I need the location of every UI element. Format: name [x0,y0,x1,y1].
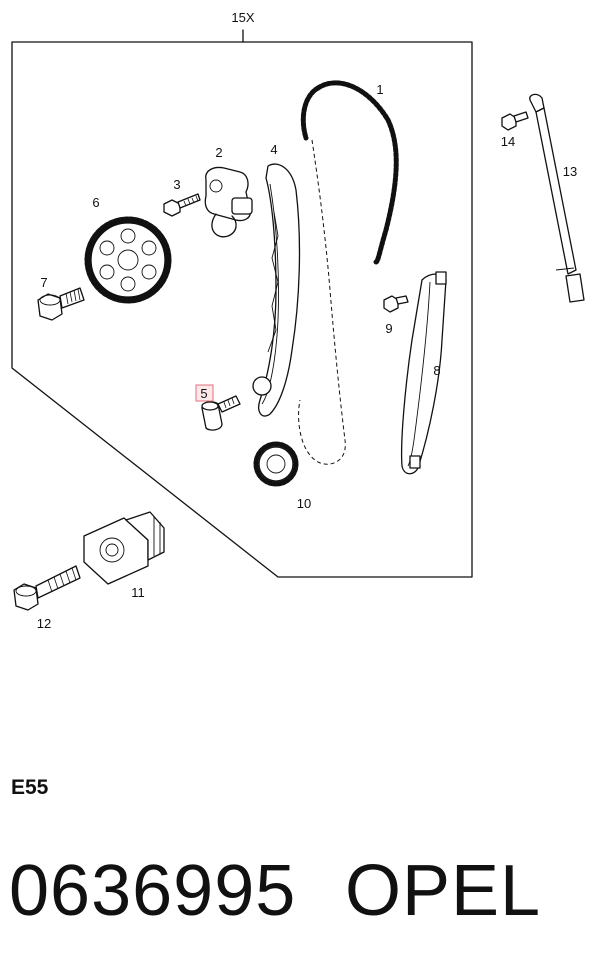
nozzle-bolt[interactable] [501,111,529,131]
callout-9: 9 [385,321,392,336]
callout-11: 11 [131,585,145,600]
timing-chain[interactable] [298,80,399,465]
callout-3: 3 [173,177,180,192]
chain-oil-nozzle[interactable] [529,93,585,303]
crankshaft-sprocket[interactable] [253,441,299,487]
callout-14: 14 [501,134,515,149]
crankshaft-bolt[interactable] [13,565,81,611]
kit-label: 15X [231,10,254,25]
crankshaft-hub[interactable] [83,511,165,585]
guide-pin[interactable] [201,395,241,431]
sprocket-bolt[interactable] [37,287,85,321]
callout-2: 2 [215,145,222,160]
camshaft-sprocket[interactable] [84,216,172,304]
tensioner-guide-rail[interactable] [252,163,301,417]
callout-5: 5 [200,386,207,401]
callout-13: 13 [563,164,577,179]
callout-7: 7 [40,275,47,290]
fixed-guide-rail[interactable] [400,271,447,475]
chain-tensioner[interactable] [204,166,253,238]
callout-8: 8 [433,363,440,378]
callout-1: 1 [376,82,383,97]
guide-rail-bolt[interactable] [383,295,409,313]
engine-code: E55 [11,776,49,799]
tensioner-bolt[interactable] [163,193,201,217]
callout-4: 4 [270,142,277,157]
callout-12: 12 [37,616,51,631]
kit-outline [11,41,473,578]
callout-5-highlight [195,384,214,402]
brand-name: OPEL [345,851,542,931]
callout-6: 6 [92,195,99,210]
callout-10: 10 [297,496,311,511]
part-number: 0636995 [9,851,297,931]
